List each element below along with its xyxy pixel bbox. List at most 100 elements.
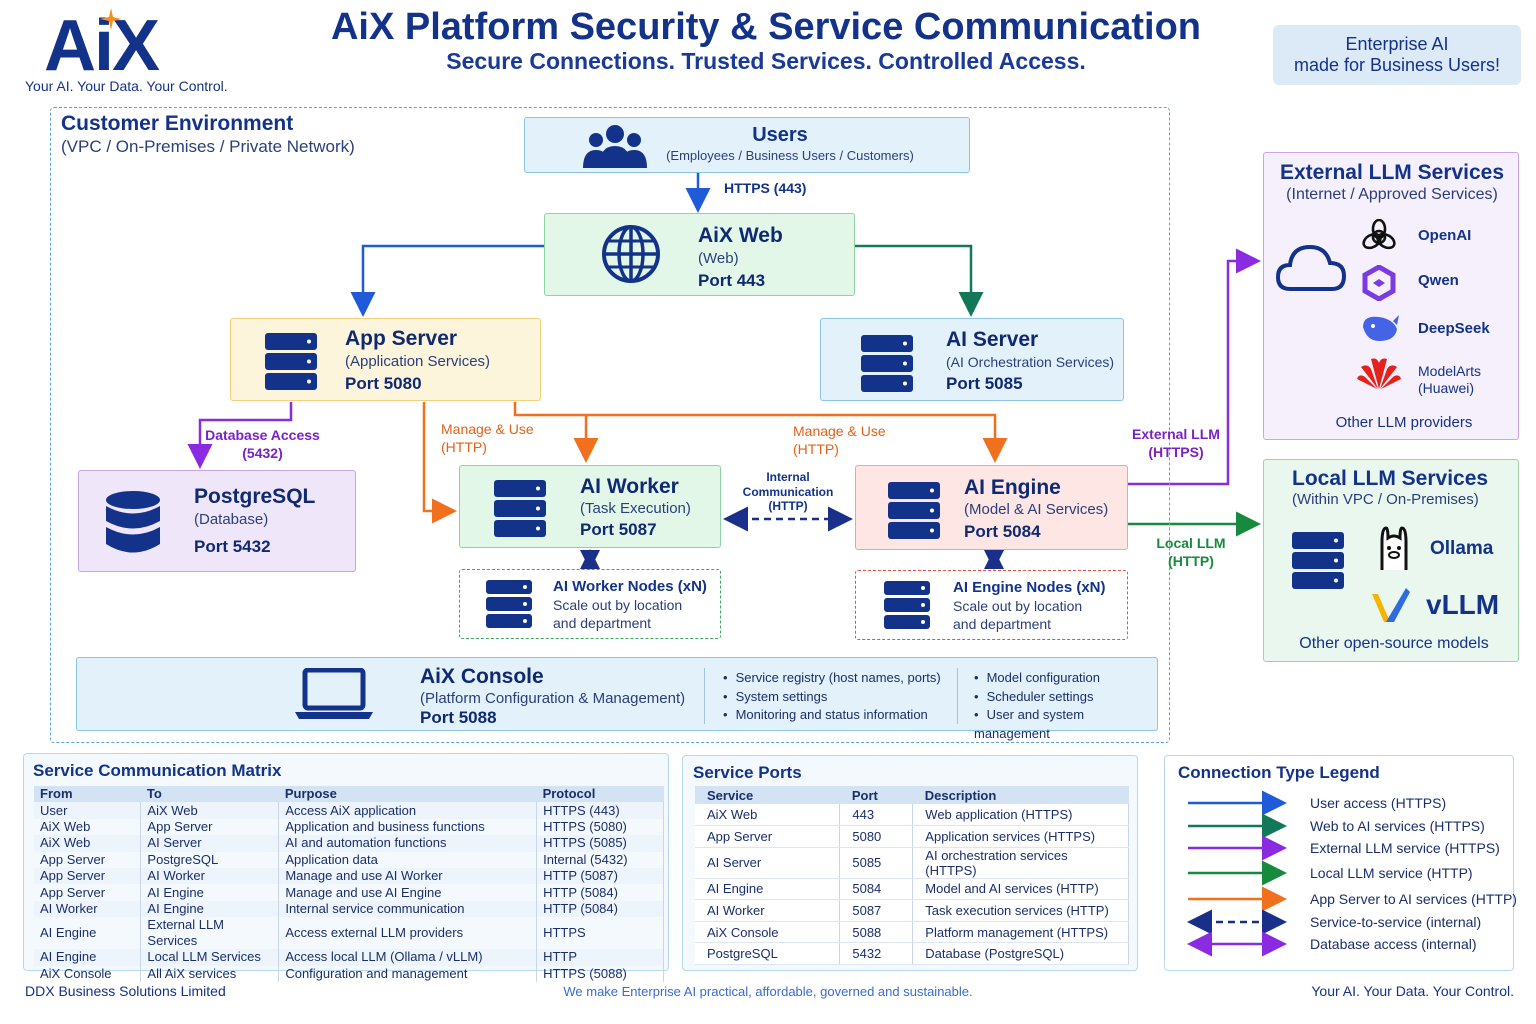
app-server-subtitle: (Application Services): [345, 353, 491, 370]
matrix-header: To: [140, 786, 279, 803]
legend-app-to-ai: App Server to AI services (HTTP): [1310, 891, 1517, 907]
provider-openai: OpenAI: [1418, 227, 1472, 244]
console-feature: Service registry (host names, ports): [723, 669, 941, 688]
matrix-cell: HTTPS: [536, 917, 664, 950]
console-features-1: Service registry (host names, ports) Sys…: [723, 669, 941, 725]
external-llm-title: External LLM Services: [1279, 161, 1505, 184]
manage-use-1-line2: (HTTP): [441, 439, 487, 455]
app-server-port: Port 5080: [345, 374, 422, 393]
internal-line2: Communication: [742, 484, 834, 499]
matrix-header: Protocol: [536, 786, 664, 803]
engine-nodes-title: AI Engine Nodes (xN): [953, 579, 1106, 596]
matrix-cell: Access local LLM (Ollama / vLLM): [278, 949, 538, 966]
matrix-cell: HTTP (5087): [536, 867, 664, 885]
aix-logo: AiX: [44, 6, 160, 86]
ai-server-port: Port 5085: [946, 374, 1023, 393]
users-box: Users (Employees / Business Users / Cust…: [524, 117, 970, 173]
server-icon: [494, 480, 546, 537]
aix-console-box: AiX Console (Platform Configuration & Ma…: [76, 657, 1158, 741]
vllm-icon: [1372, 588, 1410, 622]
matrix-cell: All AiX services: [140, 965, 280, 982]
legend-user-access: User access (HTTPS): [1310, 795, 1447, 811]
ai-engine-title: AI Engine: [964, 476, 1061, 499]
matrix-cell: PostgreSQL: [140, 851, 280, 868]
provider-qwen: Qwen: [1418, 272, 1459, 289]
footer-company: DDX Business Solutions Limited: [25, 983, 226, 999]
manage-use-2-line1: Manage & Use: [793, 423, 886, 439]
local-llm-line2: (HTTP): [1168, 553, 1214, 569]
ai-engine-subtitle: (Model & AI Services): [964, 501, 1109, 518]
manage-use-1-line1: Manage & Use: [441, 421, 534, 437]
ext-llm-line1: External LLM: [1132, 426, 1220, 442]
ports-cell: PostgreSQL: [695, 942, 841, 966]
ports-cell: 5084: [839, 878, 914, 901]
ports-cell: AI Worker: [695, 899, 841, 922]
local-llm-footer: Other open-source models: [1299, 635, 1489, 652]
provider-modelarts: ModelArts: [1418, 363, 1482, 379]
matrix-cell: AI Engine: [140, 884, 280, 901]
local-llm-subtitle: (Within VPC / On-Premises): [1292, 491, 1479, 508]
server-icon: [265, 333, 317, 390]
ai-worker-port: Port 5087: [580, 520, 657, 539]
database-icon: [106, 491, 160, 553]
local-llm-label: Local LLM(HTTP): [1148, 534, 1234, 570]
ports-cell: 5085: [839, 847, 914, 879]
ai-engine-port: Port 5084: [964, 522, 1041, 541]
postgresql-port: Port 5432: [194, 537, 271, 556]
ports-cell: Task execution services (HTTP): [912, 899, 1129, 922]
matrix-cell: Internal (5432): [536, 851, 664, 868]
customer-environment-frame: [50, 107, 1170, 743]
ai-worker-nodes-box: AI Worker Nodes (xN) Scale out by locati…: [459, 569, 721, 639]
matrix-cell: AiX Web: [34, 818, 142, 836]
ports-cell: 5087: [839, 899, 914, 922]
footer-mission: We make Enterprise AI practical, afforda…: [563, 984, 973, 999]
worker-nodes-line1: Scale out by location: [553, 597, 683, 613]
legend-local-llm: Local LLM service (HTTP): [1310, 865, 1473, 881]
matrix-cell: App Server: [34, 851, 142, 868]
console-divider: [704, 668, 705, 724]
console-feature: User and system management: [974, 706, 1157, 743]
console-features-2: Model configuration Scheduler settings U…: [974, 669, 1157, 743]
ports-cell: 5088: [839, 921, 914, 944]
db-access-label-line2: (5432): [242, 445, 283, 461]
legend-database-access: Database access (internal): [1310, 936, 1477, 952]
service-ports-panel: Service Ports Service Port Description A…: [682, 755, 1138, 971]
matrix-cell: App Server: [140, 818, 280, 836]
engine-nodes-line2: and department: [953, 616, 1052, 632]
app-server-box: App Server (Application Services) Port 5…: [230, 318, 541, 401]
aix-web-subtitle: (Web): [698, 250, 739, 267]
matrix-cell: External LLM Services: [140, 917, 280, 950]
ports-cell: AiX Web: [695, 804, 841, 827]
ai-server-title: AI Server: [946, 328, 1039, 351]
ports-cell: AI Server: [695, 847, 841, 879]
badge-line-1: Enterprise AI: [1345, 34, 1449, 54]
matrix-cell: Access AiX application: [278, 802, 538, 819]
internal-line3: (HTTP): [768, 499, 808, 513]
ports-cell: Database (PostgreSQL): [912, 942, 1129, 966]
worker-nodes-line2: and department: [553, 615, 652, 631]
ollama-label: Ollama: [1430, 538, 1494, 559]
matrix-cell: AI Server: [140, 835, 280, 852]
logo-text: AiX: [44, 6, 160, 86]
legend-service-to-service: Service-to-service (internal): [1310, 914, 1482, 930]
server-icon: [888, 482, 940, 539]
legend-web-to-ai: Web to AI services (HTTPS): [1310, 818, 1485, 834]
users-title: Users: [752, 124, 808, 146]
ports-cell: Platform management (HTTPS): [912, 921, 1129, 944]
server-icon: [861, 335, 913, 392]
customer-env-title: Customer Environment: [61, 112, 294, 135]
local-llm-title: Local LLM Services: [1292, 467, 1489, 490]
ports-cell: AI Engine: [695, 878, 841, 901]
ext-llm-line2: (HTTPS): [1148, 444, 1204, 460]
external-llm-label: External LLM (HTTPS): [1128, 425, 1224, 461]
matrix-cell: Access external LLM providers: [278, 917, 538, 950]
